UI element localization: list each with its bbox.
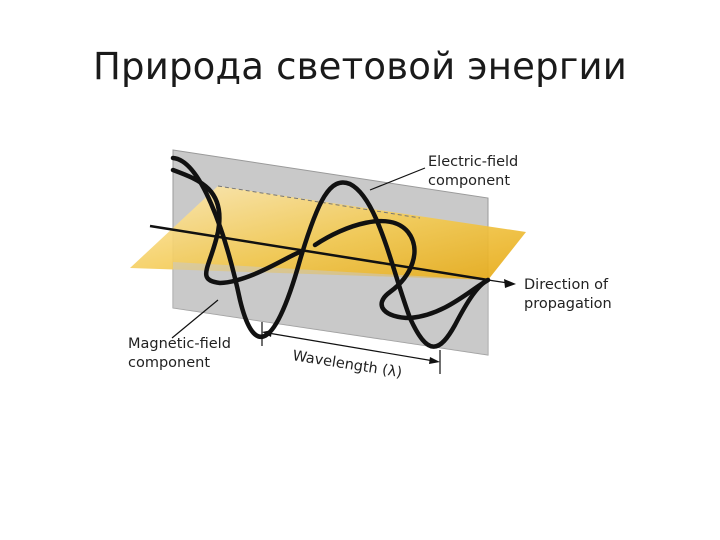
direction-arrowhead (504, 279, 516, 288)
electric-field-label-line1: Electric-field (428, 154, 518, 170)
propagation-axis (149, 224, 489, 282)
magnetic-plane-far-edge (217, 185, 421, 219)
electric-field-wave (170, 155, 491, 349)
electric-plane-lower (173, 262, 488, 355)
direction-label-line1: Direction of (524, 277, 609, 293)
wavelength-arrow-right (429, 357, 440, 364)
electric-field-label-line2: component (428, 173, 510, 189)
electric-label-leader (369, 167, 426, 191)
magnetic-label-leader (171, 299, 219, 339)
direction-label-line2: propagation (524, 296, 612, 312)
slide-title: Природа световой энергии (93, 45, 627, 88)
wavelength-dimension-line (267, 332, 435, 362)
magnetic-field-label-line1: Magnetic-field (128, 336, 231, 352)
wavelength-arrow-left (262, 330, 272, 337)
magnetic-field-label-line2: component (128, 355, 210, 371)
